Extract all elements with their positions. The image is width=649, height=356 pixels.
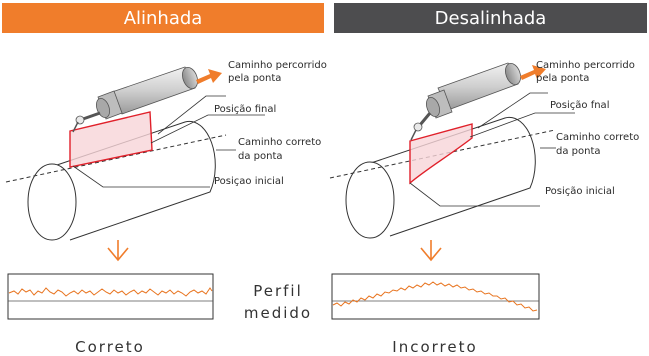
left-label-correct2: da ponta (238, 151, 283, 162)
right-label-final: Posição fnal (550, 100, 609, 111)
measured-profile-line1: Perfil (253, 282, 303, 300)
right-profile-box (331, 273, 540, 320)
right-travel-arrow (520, 65, 546, 80)
left-workpiece-cylinder (27, 120, 216, 241)
left-label-initial: Posiçao inicial (214, 176, 284, 187)
left-profile-box (7, 273, 214, 320)
right-leader-lines (409, 92, 575, 207)
aligned-title: Alinhada (123, 7, 203, 29)
left-leader-lines (72, 95, 265, 188)
right-probe (410, 62, 521, 141)
right-label-correct: Caminho correto (556, 132, 639, 143)
left-label-path2: pela ponta (228, 73, 281, 84)
right-profile-trace (332, 281, 538, 312)
right-label-path: Caminho percorrido (536, 60, 635, 71)
left-label-final: Posição final (214, 104, 276, 115)
misaligned-banner: Desalinhada (334, 3, 647, 33)
measured-profile-line2: medido (244, 304, 312, 322)
right-workpiece-cylinder (345, 116, 536, 239)
right-panel: Caminho percorrido pela ponta Posição fn… (329, 60, 639, 356)
right-caption: Incorreto (392, 338, 477, 356)
left-travel-arrow (196, 69, 222, 84)
right-down-arrow (420, 240, 442, 262)
misaligned-title: Desalinhada (434, 7, 547, 29)
left-down-arrow (107, 240, 129, 262)
right-label-initial: Posição inicial (545, 186, 615, 197)
left-label-correct: Caminho correto (238, 137, 321, 148)
left-probe (72, 66, 198, 133)
aligned-banner: Alinhada (2, 3, 324, 33)
left-correct-path-line (5, 134, 227, 183)
left-label-path: Caminho percorrido (228, 60, 327, 71)
left-traversed-plane (69, 111, 153, 168)
right-traversed-plane (409, 123, 473, 185)
left-panel: Caminho percorrido pela ponta Posição fi… (5, 60, 327, 356)
right-label-path2: pela ponta (536, 73, 589, 84)
right-label-correct2: da ponta (556, 146, 601, 157)
left-caption: Correto (75, 338, 145, 356)
left-profile-trace (8, 287, 213, 297)
